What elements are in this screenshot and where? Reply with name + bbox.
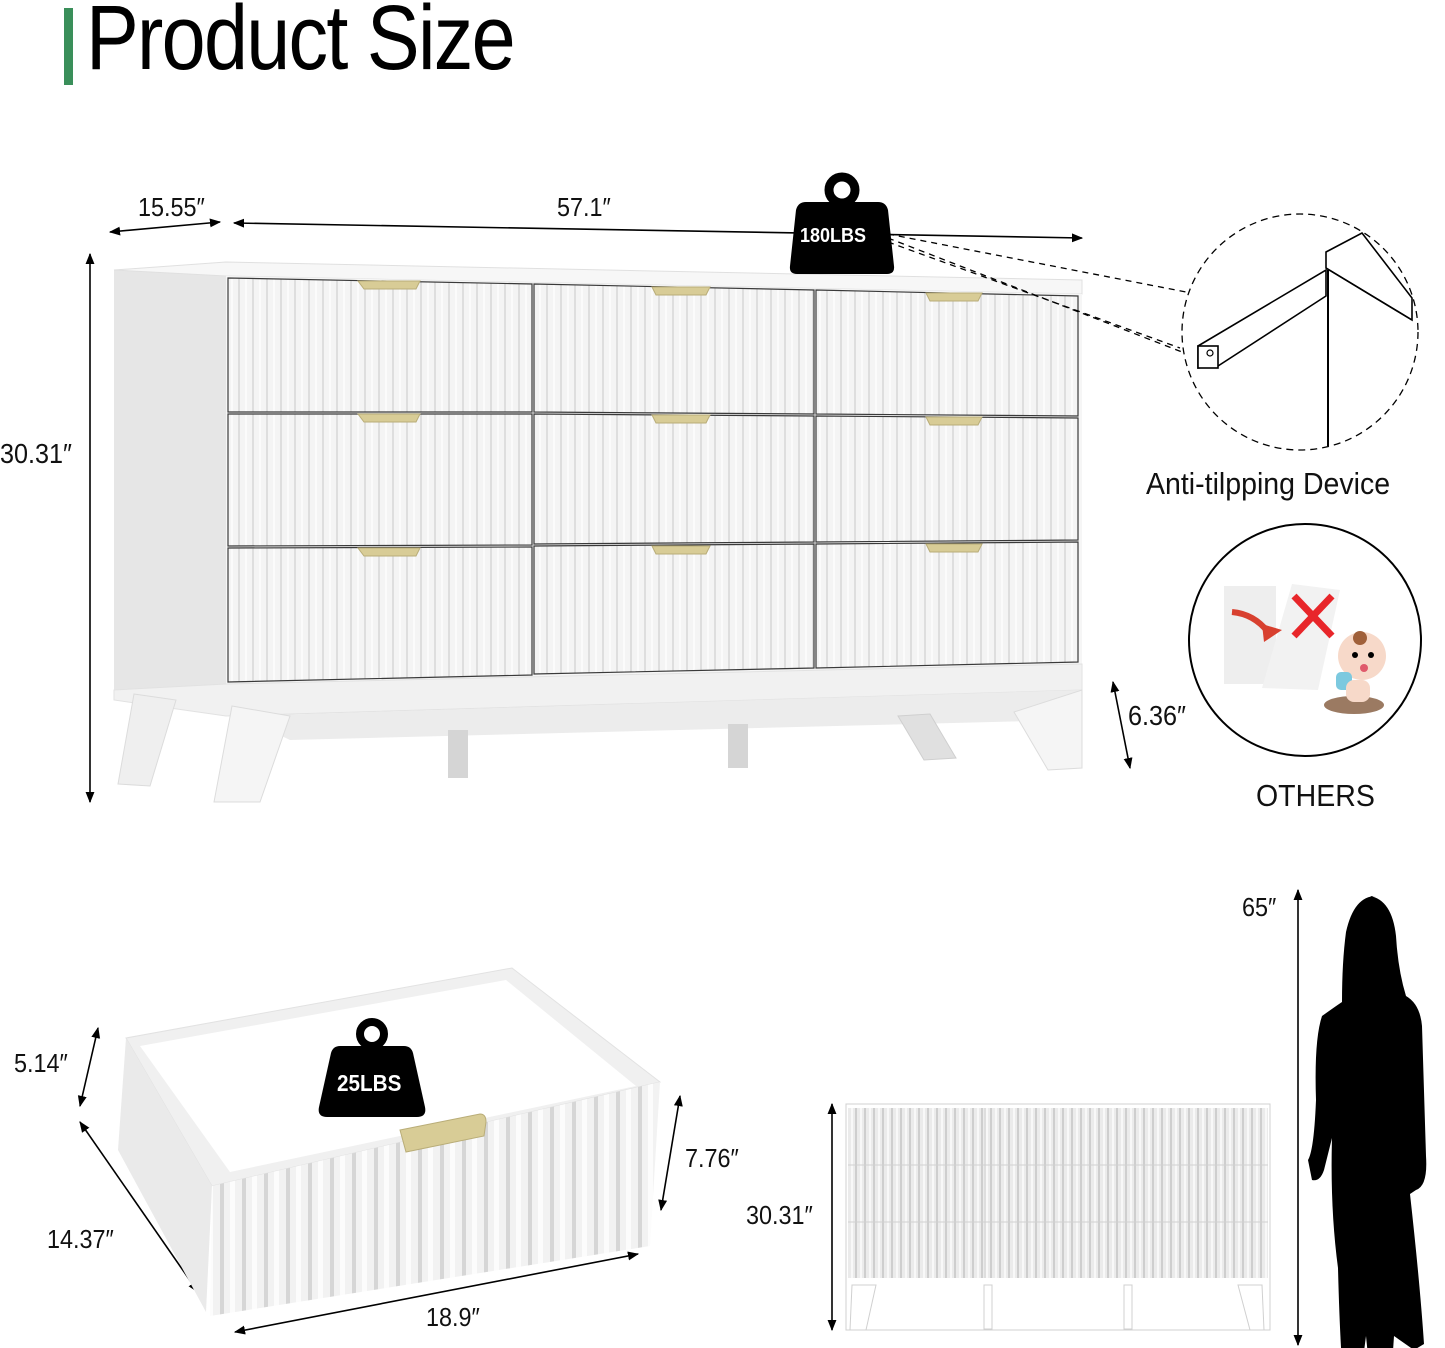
page-title: Product Size — [86, 0, 516, 89]
title-accent-bar — [64, 8, 73, 85]
dresser-height-label: 30.31″ — [0, 438, 72, 469]
others-label: OTHERS — [1256, 778, 1375, 813]
drawer-width-label: 18.9″ — [426, 1302, 480, 1332]
anti-tip-detail-icon — [1181, 213, 1419, 451]
person-silhouette-icon — [1308, 896, 1427, 1348]
leg-height-label: 6.36″ — [1128, 700, 1186, 731]
dresser-weight-capacity: 180LBS — [800, 225, 867, 247]
drawer-weight-capacity: 25LBS — [337, 1070, 402, 1096]
tip-over-warning-icon — [1188, 523, 1422, 757]
drawer-front-height-label: 7.76″ — [685, 1143, 739, 1173]
drawer-inner-height-label: 5.14″ — [14, 1048, 68, 1078]
dresser-depth-label: 15.55″ — [138, 192, 205, 222]
weight-180-icon — [789, 172, 895, 274]
dresser-width-label: 57.1″ — [557, 192, 611, 222]
weight-25-icon — [318, 1018, 426, 1117]
person-height-label: 65″ — [1242, 892, 1277, 922]
anti-tip-label: Anti-tilpping Device — [1146, 466, 1391, 501]
drawer-depth-label: 14.37″ — [47, 1224, 114, 1254]
comparison-dresser-height-label: 30.31″ — [746, 1200, 813, 1230]
